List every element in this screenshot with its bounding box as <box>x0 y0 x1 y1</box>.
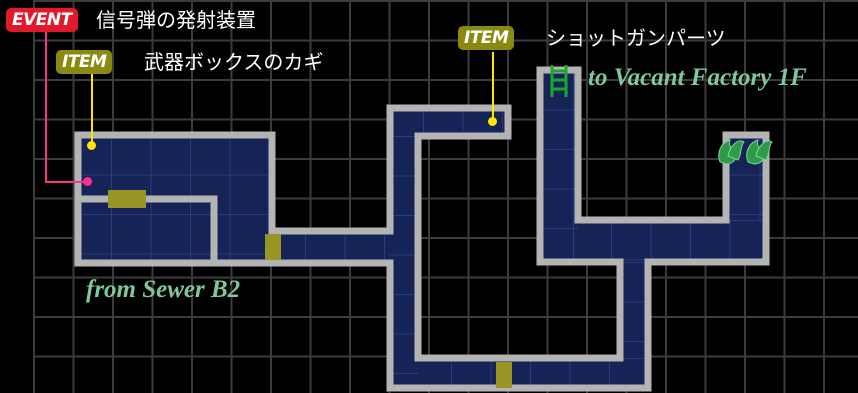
door-west-link <box>265 234 281 260</box>
item-parts-label: ショットガンパーツ <box>546 26 726 50</box>
item-keys-tag: ITEM <box>56 50 113 74</box>
door-west-partition <box>108 190 146 208</box>
corridor-east-horizontal <box>578 220 766 262</box>
corridor-west-link <box>272 231 390 263</box>
event-tag: EVENT <box>6 8 78 32</box>
item-marker-keys[interactable] <box>87 141 96 150</box>
from-sewer-label[interactable]: from Sewer B2 <box>86 276 241 303</box>
corridor-south-east-vertical <box>620 262 648 358</box>
corridor-east-vertical <box>540 70 578 262</box>
ladder-icon[interactable] <box>548 64 570 98</box>
green-herb-icon[interactable] <box>714 132 778 168</box>
item-keys-label: 武器ボックスのカギ <box>144 50 324 74</box>
event-label: 信号弾の発射装置 <box>96 8 256 32</box>
corridor-central-vertical <box>390 136 418 388</box>
event-marker-flare[interactable] <box>83 177 92 186</box>
corridor-south <box>418 358 648 388</box>
item-marker-shotgun-parts[interactable] <box>488 117 497 126</box>
door-south <box>496 362 512 388</box>
item-parts-tag: ITEM <box>458 26 515 50</box>
to-vacant-factory-label[interactable]: to Vacant Factory 1F <box>588 64 807 91</box>
